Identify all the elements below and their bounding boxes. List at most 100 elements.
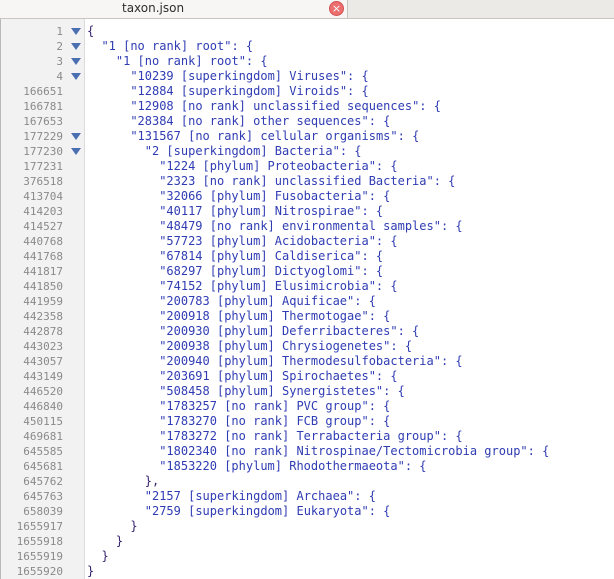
line-number: 441959 bbox=[23, 295, 63, 308]
code-line[interactable]: 177231 "1224 [phylum] Proteobacteria": { bbox=[1, 159, 614, 174]
code-line[interactable]: 443149"203691 [phylum] Spirochaetes": { bbox=[1, 369, 614, 384]
code-line[interactable]: 2 "1 [no rank] root": { bbox=[1, 39, 614, 54]
line-number: 177229 bbox=[23, 130, 63, 143]
code-line[interactable]: 469681"1783272 [no rank] Terrabacteria g… bbox=[1, 429, 614, 444]
line-number: 1655920 bbox=[16, 565, 63, 578]
code-line[interactable]: 441850"74152 [phylum] Elusimicrobia": { bbox=[1, 279, 614, 294]
tab-title: taxon.json bbox=[122, 1, 185, 15]
code-line[interactable]: 177229"131567 [no rank] cellular organis… bbox=[1, 129, 614, 144]
line-number: 1 bbox=[56, 25, 63, 38]
code-text: "200940 [phylum] Thermodesulfobacteria":… bbox=[159, 354, 463, 368]
code-line[interactable]: 3 "1 [no rank] root": { bbox=[1, 54, 614, 69]
code-line[interactable]: 441959 "200783 [phylum] Aquificae": { bbox=[1, 294, 614, 309]
code-line[interactable]: 376518 "2323 [no rank] unclassified Bacte… bbox=[1, 174, 614, 189]
code-text: "32066 [phylum] Fusobacteria": { bbox=[159, 189, 391, 203]
code-text: "1224 [phylum] Proteobacteria": { bbox=[159, 159, 398, 173]
code-text: "68297 [phylum] Dictyoglomi": { bbox=[159, 264, 384, 278]
code-line[interactable]: 443023 "200938 [phylum] Chrysiogenetes": … bbox=[1, 339, 614, 354]
code-line[interactable]: 414527"48479 [no rank] environmental sam… bbox=[1, 219, 614, 234]
code-text: } bbox=[101, 549, 109, 563]
line-number-gutter bbox=[1, 19, 85, 579]
fold-toggle-icon[interactable] bbox=[71, 148, 81, 155]
code-text: { bbox=[87, 24, 95, 38]
line-number: 446520 bbox=[23, 385, 63, 398]
code-text: "57723 [phylum] Acidobacteria": { bbox=[159, 234, 398, 248]
code-line[interactable]: 166781"12908 [no rank] unclassified sequ… bbox=[1, 99, 614, 114]
code-line[interactable]: 450115"1783270 [no rank] FCB group": { bbox=[1, 414, 614, 429]
line-number: 166781 bbox=[23, 100, 63, 113]
code-text: "2759 [superkingdom] Eukaryota": { bbox=[144, 504, 391, 518]
code-editor[interactable]: 1{2"1 [no rank] root": {3"1 [no rank] ro… bbox=[0, 19, 614, 579]
tab-taxon-json[interactable]: taxon.json × bbox=[0, 0, 348, 18]
code-line[interactable]: 645681"1853220 [phylum] Rhodothermaeota"… bbox=[1, 459, 614, 474]
code-text: "508458 [phylum] Synergistetes": { bbox=[159, 384, 405, 398]
code-line[interactable]: 441768"67814 [phylum] Caldiserica": { bbox=[1, 249, 614, 264]
code-text: "28384 [no rank] other sequences": { bbox=[130, 114, 391, 128]
close-icon[interactable]: × bbox=[329, 1, 344, 16]
line-number: 376518 bbox=[23, 175, 63, 188]
code-line[interactable]: 4"10239 [superkingdom] Viruses": { bbox=[1, 69, 614, 84]
code-line[interactable]: 446520 "508458 [phylum] Synergistetes": { bbox=[1, 384, 614, 399]
code-line[interactable]: 413704 "32066 [phylum] Fusobacteria": { bbox=[1, 189, 614, 204]
line-number: 2 bbox=[56, 40, 63, 53]
code-text: } bbox=[115, 534, 124, 548]
code-text: "200930 [phylum] Deferribacteres": { bbox=[159, 324, 420, 338]
code-line[interactable]: 166651"12884 [superkingdom] Viroids": { bbox=[1, 84, 614, 99]
fold-toggle-icon[interactable] bbox=[71, 28, 81, 35]
code-text: "1 [no rank] root": { bbox=[101, 39, 254, 53]
code-text: "1853220 [phylum] Rhodothermaeota": { bbox=[159, 459, 427, 473]
code-line[interactable]: 1655919} bbox=[1, 549, 614, 564]
code-text: "200938 [phylum] Chrysiogenetes": { bbox=[159, 339, 413, 353]
code-line[interactable]: 1{ bbox=[1, 24, 614, 39]
code-text: "2323 [no rank] unclassified Bacteria": … bbox=[159, 174, 456, 188]
code-line[interactable]: 645585 "1802340 [no rank] Nitrospinae/Tec… bbox=[1, 444, 614, 459]
code-text: "48479 [no rank] environmental samples":… bbox=[159, 219, 463, 233]
fold-toggle-icon[interactable] bbox=[71, 43, 81, 50]
code-line[interactable]: 1655918} bbox=[1, 534, 614, 549]
code-text: "2157 [superkingdom] Archaea": { bbox=[144, 489, 376, 503]
fold-toggle-icon[interactable] bbox=[71, 58, 81, 65]
code-line[interactable]: 442878"200930 [phylum] Deferribacteres":… bbox=[1, 324, 614, 339]
line-number: 442358 bbox=[23, 310, 63, 323]
code-text: "1802340 [no rank] Nitrospinae/Tectomicr… bbox=[159, 444, 550, 458]
code-line[interactable]: 658039"2759 [superkingdom] Eukaryota": { bbox=[1, 504, 614, 519]
code-lines: 1{2"1 [no rank] root": {3"1 [no rank] ro… bbox=[1, 24, 614, 579]
code-line[interactable]: 1655920} bbox=[1, 564, 614, 579]
code-text: } bbox=[87, 564, 95, 578]
fold-toggle-icon[interactable] bbox=[71, 73, 81, 80]
code-line[interactable]: 440768 "57723 [phylum] Acidobacteria": { bbox=[1, 234, 614, 249]
line-number: 443023 bbox=[23, 340, 63, 353]
fold-toggle-icon[interactable] bbox=[71, 133, 81, 140]
line-number: 413704 bbox=[23, 190, 63, 203]
line-number: 177231 bbox=[23, 160, 63, 173]
code-line[interactable]: 645762}, bbox=[1, 474, 614, 489]
code-text: "200783 [phylum] Aquificae": { bbox=[159, 294, 376, 308]
code-text: "2 [superkingdom] Bacteria": { bbox=[144, 144, 362, 158]
code-text: "1 [no rank] root": { bbox=[115, 54, 268, 68]
line-number: 440768 bbox=[23, 235, 63, 248]
code-text: "1783272 [no rank] Terrabacteria group":… bbox=[159, 429, 463, 443]
code-line[interactable]: 414203"40117 [phylum] Nitrospirae": { bbox=[1, 204, 614, 219]
tab-bar: taxon.json × bbox=[0, 0, 614, 19]
code-text: "1783270 [no rank] FCB group": { bbox=[159, 414, 391, 428]
code-line[interactable]: 443057"200940 [phylum] Thermodesulfobact… bbox=[1, 354, 614, 369]
code-line[interactable]: 442358"200918 [phylum] Thermotogae": { bbox=[1, 309, 614, 324]
code-line[interactable]: 645763"2157 [superkingdom] Archaea": { bbox=[1, 489, 614, 504]
code-text: }, bbox=[144, 474, 160, 488]
line-number: 3 bbox=[56, 55, 63, 68]
line-number: 441817 bbox=[23, 265, 63, 278]
code-text: } bbox=[130, 519, 138, 533]
line-number: 441850 bbox=[23, 280, 63, 293]
code-line[interactable]: 441817 "68297 [phylum] Dictyoglomi": { bbox=[1, 264, 614, 279]
code-text: "1783257 [no rank] PVC group": { bbox=[159, 399, 391, 413]
line-number: 645762 bbox=[23, 475, 63, 488]
code-line[interactable]: 1655917} bbox=[1, 519, 614, 534]
line-number: 645585 bbox=[23, 445, 63, 458]
code-line[interactable]: 446840"1783257 [no rank] PVC group": { bbox=[1, 399, 614, 414]
line-number: 167653 bbox=[23, 115, 63, 128]
code-line[interactable]: 177230"2 [superkingdom] Bacteria": { bbox=[1, 144, 614, 159]
code-text: "10239 [superkingdom] Viruses": { bbox=[130, 69, 369, 83]
code-text: "12884 [superkingdom] Viroids": { bbox=[130, 84, 369, 98]
code-line[interactable]: 167653 "28384 [no rank] other sequences":… bbox=[1, 114, 614, 129]
